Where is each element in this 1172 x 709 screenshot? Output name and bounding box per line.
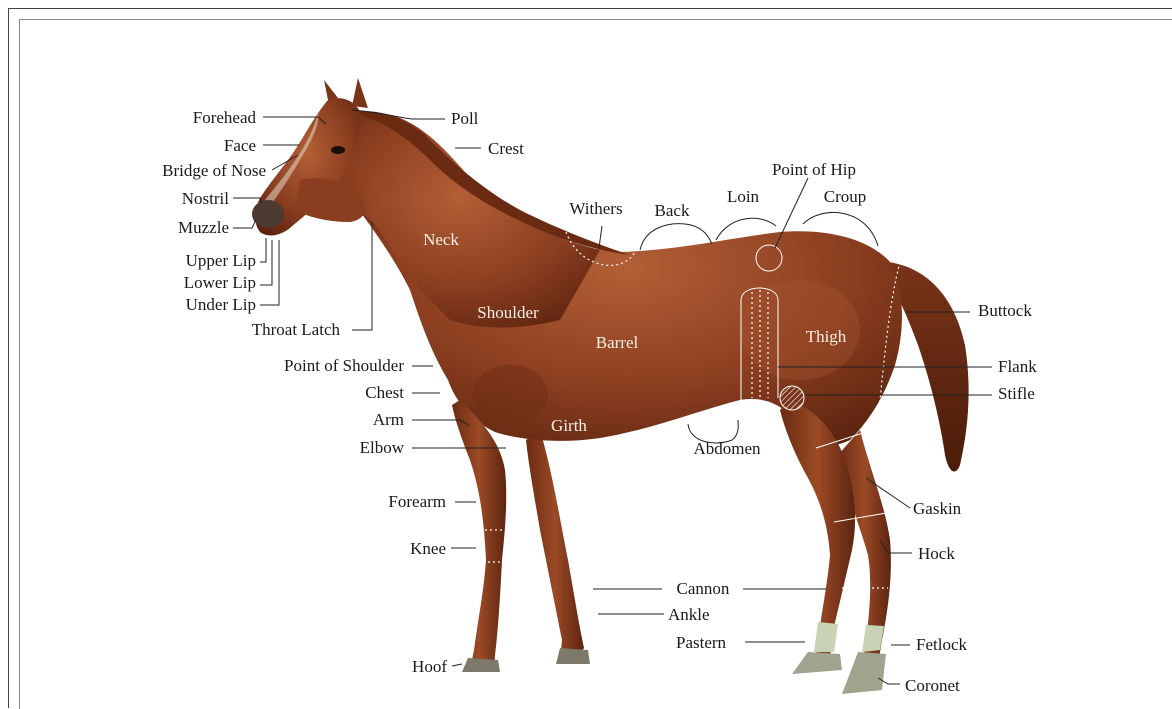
label-flank: Flank	[998, 357, 1037, 376]
label-croup: Croup	[824, 187, 867, 206]
muzzle-shape	[252, 200, 284, 228]
label-pastern: Pastern	[676, 633, 727, 652]
label-stifle: Stifle	[998, 384, 1035, 403]
far-fore-leg	[526, 430, 584, 660]
label-abdomen: Abdomen	[693, 439, 761, 458]
label-muzzle: Muzzle	[178, 218, 229, 237]
label-fetlock: Fetlock	[916, 635, 967, 654]
label-thigh: Thigh	[806, 327, 847, 346]
label-under-lip: Under Lip	[186, 295, 256, 314]
horse-figure	[252, 78, 969, 694]
label-barrel: Barrel	[596, 333, 639, 352]
label-face: Face	[224, 136, 256, 155]
label-neck: Neck	[423, 230, 459, 249]
near-hind-sock	[814, 622, 838, 652]
stifle-hatch	[780, 386, 804, 410]
hoof-near-fore	[462, 658, 500, 672]
hoof-near-hind	[792, 652, 842, 674]
label-ankle: Ankle	[668, 605, 710, 624]
label-hock: Hock	[918, 544, 955, 563]
label-girth: Girth	[551, 416, 587, 435]
label-arm: Arm	[373, 410, 404, 429]
eye	[331, 146, 345, 154]
label-point-of-hip: Point of Hip	[772, 160, 856, 179]
hoof-far-fore	[556, 648, 590, 664]
label-knee: Knee	[410, 539, 446, 558]
label-forehead: Forehead	[193, 108, 257, 127]
label-loin: Loin	[727, 187, 760, 206]
label-lower-lip: Lower Lip	[184, 273, 256, 292]
neck-shape	[320, 111, 600, 327]
label-elbow: Elbow	[360, 438, 405, 457]
label-chest: Chest	[365, 383, 404, 402]
left-ear	[324, 80, 338, 100]
hoof-far-hind	[842, 652, 886, 694]
label-upper-lip: Upper Lip	[186, 251, 256, 270]
label-cannon: Cannon	[677, 579, 730, 598]
label-withers: Withers	[569, 199, 622, 218]
label-nostril: Nostril	[182, 189, 230, 208]
label-forearm: Forearm	[388, 492, 446, 511]
label-gaskin: Gaskin	[913, 499, 962, 518]
label-poll: Poll	[451, 109, 479, 128]
label-coronet: Coronet	[905, 676, 960, 695]
label-point-of-shoulder: Point of Shoulder	[284, 356, 404, 375]
label-shoulder: Shoulder	[477, 303, 539, 322]
right-ear	[352, 78, 368, 108]
near-fore-leg	[452, 400, 506, 670]
label-back: Back	[655, 201, 690, 220]
label-crest: Crest	[488, 139, 524, 158]
label-bridge-of-nose: Bridge of Nose	[162, 161, 266, 180]
label-throat-latch: Throat Latch	[252, 320, 341, 339]
label-hoof: Hoof	[412, 657, 447, 676]
label-buttock: Buttock	[978, 301, 1032, 320]
shoulder-muscle	[472, 365, 548, 425]
